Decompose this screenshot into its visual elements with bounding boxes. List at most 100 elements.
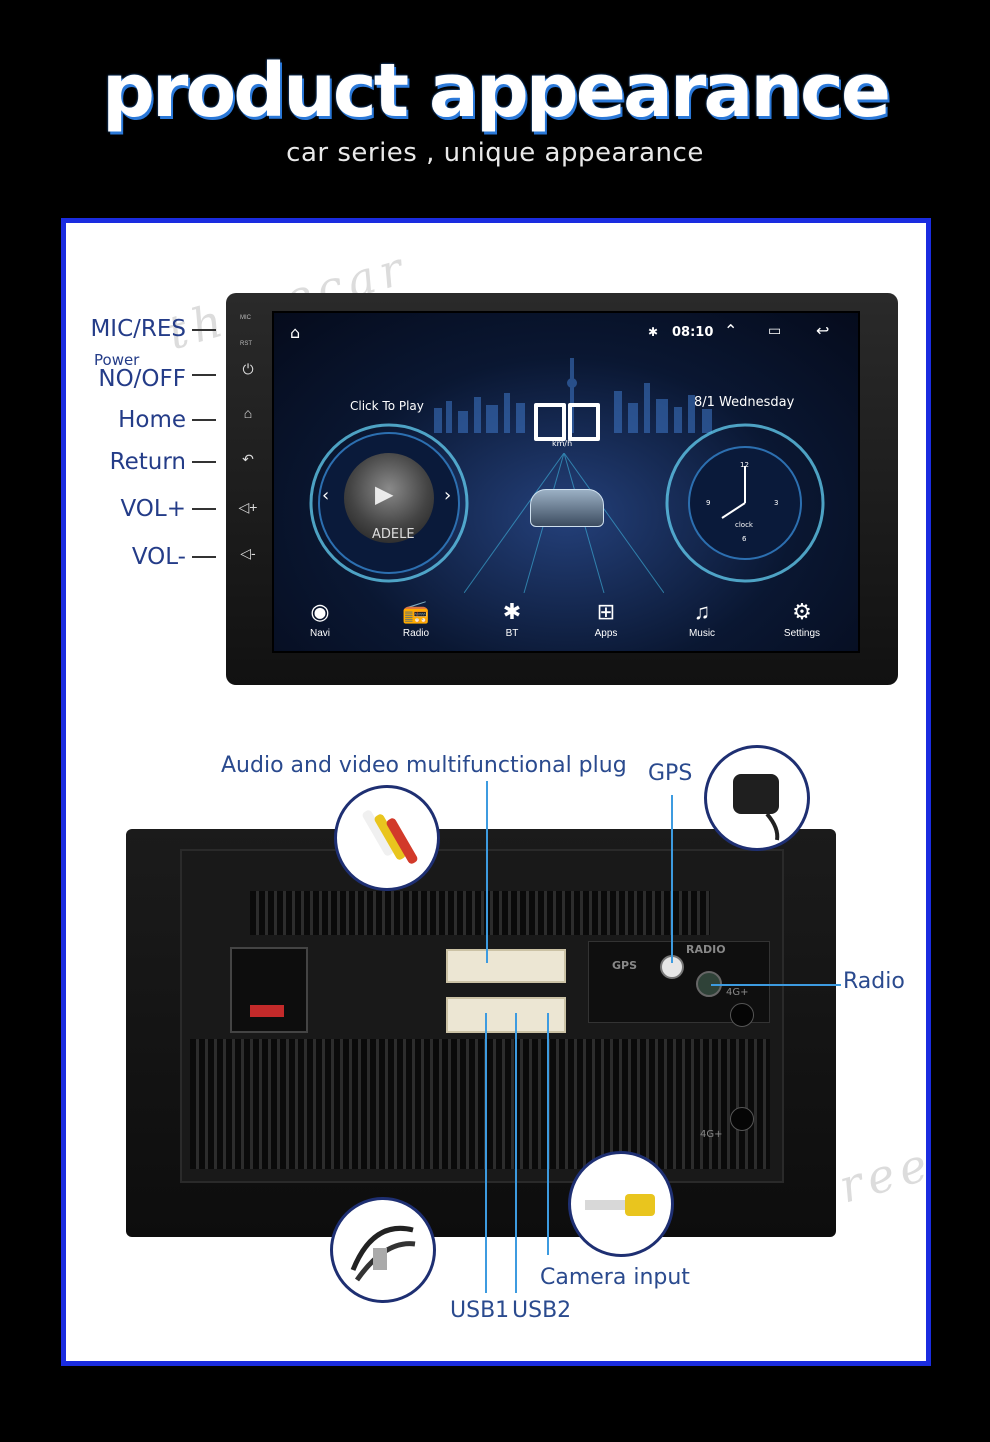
gear-icon: ⚙ xyxy=(792,599,812,624)
album-cover[interactable] xyxy=(344,453,434,543)
dock-apps[interactable]: ⊞ Apps xyxy=(566,599,646,639)
head-unit-rear: GPS RADIO 4G+ 4G+ xyxy=(126,829,836,1237)
label-power-small: Power xyxy=(94,351,140,369)
4g-port-bottom[interactable] xyxy=(730,1107,754,1131)
next-track-icon[interactable]: › xyxy=(444,485,452,506)
bluetooth-status-icon: ✱ xyxy=(648,325,659,339)
label-radio: Radio xyxy=(843,969,905,994)
status-time: 08:10 xyxy=(672,325,714,340)
iso-connector xyxy=(230,947,308,1033)
av-multi-plug-connector[interactable] xyxy=(446,949,566,983)
4g-port-top[interactable] xyxy=(730,1003,754,1027)
mic-tag: MIC xyxy=(240,315,251,321)
speed-digit-2 xyxy=(568,403,600,441)
volume-up-icon[interactable]: ◁+ xyxy=(238,499,258,515)
clock-12: 12 xyxy=(740,461,749,469)
music-note-icon: ♫ xyxy=(693,599,711,624)
gps-antenna-circle xyxy=(704,745,810,851)
label-return: Return xyxy=(109,449,186,475)
gps-callout-line xyxy=(671,795,673,963)
speed-unit: km/h xyxy=(552,439,573,448)
camera-plug-circle xyxy=(568,1151,674,1257)
home-icon[interactable]: ⌂ xyxy=(243,405,253,421)
recent-apps-icon[interactable]: ▭ xyxy=(768,323,782,339)
label-mic-res: MIC/RES xyxy=(90,316,186,342)
label-usb2: USB2 xyxy=(512,1298,572,1323)
line-home xyxy=(192,419,216,421)
return-icon[interactable]: ↶ xyxy=(242,451,254,467)
album-text: ADELE xyxy=(372,527,415,542)
label-camera: Camera input xyxy=(540,1265,690,1290)
clock-gauge xyxy=(665,423,825,583)
location-pin-icon: ◉ xyxy=(310,599,330,624)
rca-plug-circle xyxy=(334,785,440,891)
label-gps: GPS xyxy=(648,761,693,786)
dock-radio[interactable]: 📻 Radio xyxy=(376,599,456,639)
dock-settings-label: Settings xyxy=(783,628,821,639)
clock-3: 3 xyxy=(774,499,779,507)
usb-multi-plug-connector[interactable] xyxy=(446,997,566,1033)
dock-apps-label: Apps xyxy=(594,628,618,639)
line-vol-down xyxy=(192,556,216,558)
dock-music[interactable]: ♫ Music xyxy=(662,599,742,639)
rst-tag: RST xyxy=(240,341,252,347)
speed-digit-1 xyxy=(534,403,566,441)
camera-rca-icon xyxy=(585,1194,655,1216)
dock-navi-label: Navi xyxy=(309,628,330,639)
usb-cable-circle xyxy=(330,1197,436,1303)
line-mic-res xyxy=(192,329,216,331)
dock-bt-label: BT xyxy=(505,628,519,639)
head-unit-front: MIC RST ⏻ ⌂ ↶ ◁+ ◁- ⌂ ✱ 08:10 ⌃ ▭ ↩ xyxy=(226,293,898,685)
dock-navi[interactable]: ◉ Navi xyxy=(280,599,360,639)
radio-callout-line xyxy=(711,984,841,986)
camera-callout-line xyxy=(547,1013,549,1255)
usb-cable-icon xyxy=(350,1225,416,1282)
label-vol-up: VOL+ xyxy=(120,496,186,522)
label-av-plug: Audio and video multifunctional plug xyxy=(221,753,627,778)
expand-icon[interactable]: ⌃ xyxy=(724,321,738,340)
touch-screen[interactable]: ⌂ ✱ 08:10 ⌃ ▭ ↩ xyxy=(272,311,860,653)
4g-printed-top: 4G+ xyxy=(726,987,749,998)
home-outline-icon[interactable]: ⌂ xyxy=(290,323,301,342)
radio-icon: 📻 xyxy=(402,599,430,624)
clock-9: 9 xyxy=(706,499,711,507)
line-power xyxy=(192,374,216,376)
dock-settings[interactable]: ⚙ Settings xyxy=(762,599,842,639)
label-power: NO/OFF xyxy=(98,366,186,392)
clock-label: clock xyxy=(735,521,753,529)
prev-track-icon[interactable]: ‹ xyxy=(322,485,330,506)
power-icon[interactable]: ⏻ xyxy=(242,361,254,377)
dock-music-label: Music xyxy=(688,628,716,639)
label-vol-down: VOL- xyxy=(131,544,186,570)
fuse xyxy=(250,1005,284,1017)
4g-printed-bottom: 4G+ xyxy=(700,1129,723,1140)
apps-grid-icon: ⊞ xyxy=(596,599,616,624)
dock-bt[interactable]: ✱ BT xyxy=(472,599,552,639)
av-plug-callout-line xyxy=(486,781,488,963)
label-usb1: USB1 xyxy=(450,1298,510,1323)
line-vol-up xyxy=(192,508,216,510)
gps-antenna-icon xyxy=(733,774,780,841)
click-to-play-label[interactable]: Click To Play xyxy=(350,399,424,413)
headline: product appearance xyxy=(101,48,891,134)
usb2-callout-line xyxy=(515,1013,517,1293)
rca-cables-icon xyxy=(362,810,418,864)
dock-radio-label: Radio xyxy=(402,628,430,639)
line-return xyxy=(192,461,216,463)
car-graphic xyxy=(530,489,604,527)
city-skyline xyxy=(434,358,712,433)
label-home: Home xyxy=(118,407,186,433)
gps-printed: GPS xyxy=(612,959,638,972)
radio-printed: RADIO xyxy=(686,943,726,956)
bluetooth-icon: ✱ xyxy=(502,599,522,624)
usb1-callout-line xyxy=(485,1013,487,1293)
volume-down-icon[interactable]: ◁- xyxy=(240,545,256,561)
bottom-heatsink-fins xyxy=(190,1039,770,1169)
date-label: 8/1 Wednesday xyxy=(694,395,795,410)
product-frame: threecar threecar MIC/RES Power NO/OFF H… xyxy=(61,218,931,1366)
top-heatsink-fins xyxy=(250,891,710,935)
clock-6: 6 xyxy=(742,535,747,543)
play-icon[interactable]: ▶ xyxy=(375,480,394,508)
back-icon[interactable]: ↩ xyxy=(816,321,830,340)
subheadline: car series , unique appearance xyxy=(286,138,704,168)
